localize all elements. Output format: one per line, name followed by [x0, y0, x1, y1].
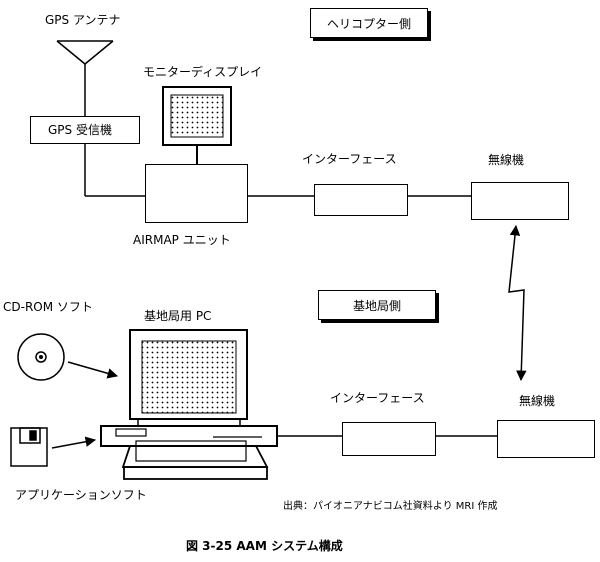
interface-top-label: インターフェース [302, 152, 397, 166]
pc-icon [100, 329, 278, 480]
radio-top-box [471, 182, 569, 220]
helicopter-side-label: ヘリコプター側 [326, 16, 411, 31]
wireless-link [508, 224, 527, 382]
interface-bottom-label: インターフェース [330, 391, 425, 405]
gps-to-airmap-connector [84, 144, 145, 197]
airmap-unit-box [145, 164, 248, 223]
source-note: 出典：パイオニアナビコム社資料より MRI 作成 [283, 501, 498, 512]
interface-top-box [314, 184, 408, 216]
monitor-display-label: モニターディスプレイ [143, 65, 263, 79]
radio-top-label: 無線機 [488, 153, 525, 167]
application-software-label: アプリケーションソフト [15, 488, 147, 502]
monitor-icon [162, 86, 232, 164]
interface-bottom-box [342, 422, 436, 456]
floppy-arrow [51, 436, 97, 449]
gps-antenna-label: GPS アンテナ [45, 13, 121, 27]
airmap-unit-label: AIRMAP ユニット [133, 233, 231, 247]
cd-arrow [67, 361, 119, 379]
radio-bottom-label: 無線機 [519, 394, 556, 408]
cdrom-software-label: CD-ROM ソフト [3, 300, 93, 314]
gps-receiver-label: GPS 受信機 [48, 123, 112, 137]
figure-caption: 図 3-25 AAM システム構成 [186, 539, 343, 553]
gps-receiver-box [30, 116, 140, 144]
floppy-disk-icon [10, 427, 48, 467]
antenna-icon [56, 40, 114, 116]
base-pc-label: 基地局用 PC [144, 309, 212, 323]
radio-bottom-box [497, 420, 595, 458]
helicopter-side-tag: ヘリコプター側 [310, 8, 428, 38]
base-station-side-tag: 基地局側 [318, 290, 436, 320]
base-station-side-label: 基地局側 [352, 298, 401, 313]
cd-icon [17, 333, 65, 381]
